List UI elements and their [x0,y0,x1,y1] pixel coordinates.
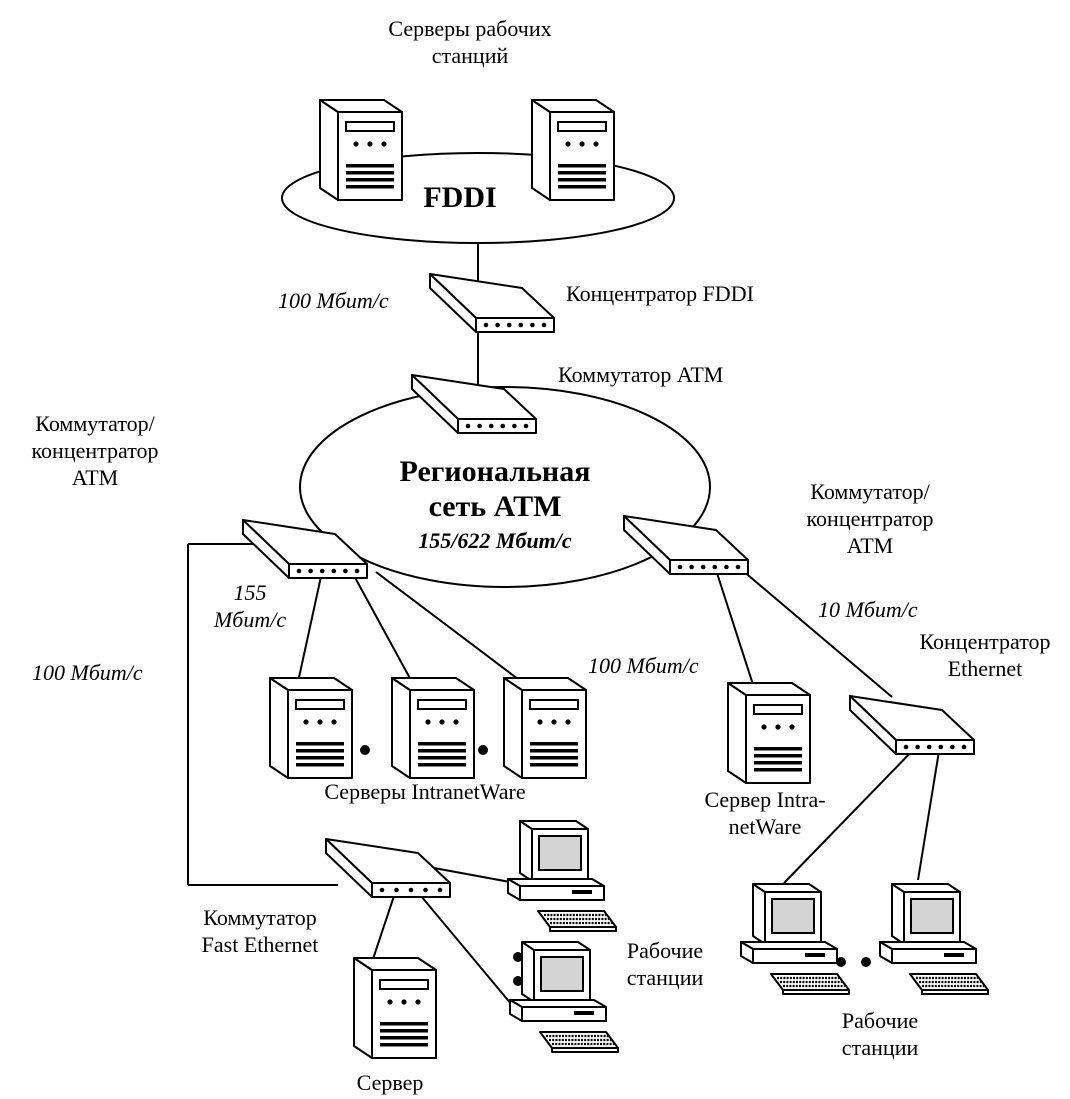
link-fe-server [371,889,397,963]
label-atm-switch-hub-left: Коммутатор/ концентратор ATM [31,411,159,490]
label-server-bottom: Сервер [356,1070,424,1095]
link-atm-left-server3 [375,571,523,683]
label-atm-switch-hub-right: Коммутатор/ концентратор ATM [806,479,934,558]
atm-switch-icon [411,374,537,434]
label-intranetware-servers: Серверы IntranetWare [324,779,526,804]
fddi-hub-icon [429,273,555,333]
ellipsis-dot-6 [861,957,871,967]
label-regional-speed: 155/622 Мбит/с [418,528,572,553]
label-speed-fddi: 100 Мбит/с [278,288,389,313]
label-speed-100-right: 100 Мбит/с [588,653,699,678]
fast-ethernet-switch-icon [325,838,451,898]
fddi-server-right [531,99,615,201]
atm-switch-hub-left-icon [242,519,368,579]
intranetware-server-single [727,682,811,784]
label-workstations-right: Рабочие станции [841,1008,919,1060]
label-fddi-hub: Концентратор FDDI [566,281,754,306]
ellipsis-dot-3 [513,952,523,962]
ellipsis-dot-5 [836,957,846,967]
ellipsis-dot-2 [478,745,488,755]
label-atm-switch: Коммутатор ATM [558,362,724,387]
workstation-center-top [507,820,617,932]
label-fddi: FDDI [423,181,497,214]
label-workstation-servers: Серверы рабочих станций [388,16,552,68]
link-atm-right-server [715,569,759,701]
label-speed-155: 155 Мбит/с [213,580,287,632]
label-intranetware-server: Сервер Intra- netWare [704,787,826,839]
workstation-right-1 [740,883,850,995]
link-atm-right-ethernet-hub [741,569,893,698]
label-fast-ethernet-switch: Коммутатор Fast Ethernet [201,905,319,957]
label-speed-100-left: 100 Мбит/с [32,660,143,685]
link-atm-left-server2 [351,571,413,683]
atm-switch-hub-right-icon [623,515,749,575]
ellipsis-dot-1 [360,745,370,755]
server-bottom-icon [353,957,437,1059]
link-atm-left-server1 [297,571,323,683]
regional-atm-ring [299,386,711,588]
fddi-server-left [319,99,403,201]
intranetware-server-1 [269,677,353,779]
link-fe-workstation-top [433,867,511,883]
workstation-center-bottom [509,941,619,1053]
label-ethernet-hub: Концентратор Ethernet [919,629,1051,681]
intranetware-server-3 [503,677,587,779]
link-eth-workstation-right [917,744,941,881]
link-fe-workstation-bottom [415,889,513,1006]
link-eth-workstation-left [783,744,919,884]
ethernet-hub-icon [849,695,975,755]
intranetware-server-2 [391,677,475,779]
ellipsis-dot-4 [513,976,523,986]
label-workstations-center: Рабочие станции [626,938,704,990]
workstation-right-2 [879,883,989,995]
label-regional-net: Региональная сеть ATM [399,455,591,524]
label-speed-10: 10 Мбит/с [818,597,918,622]
